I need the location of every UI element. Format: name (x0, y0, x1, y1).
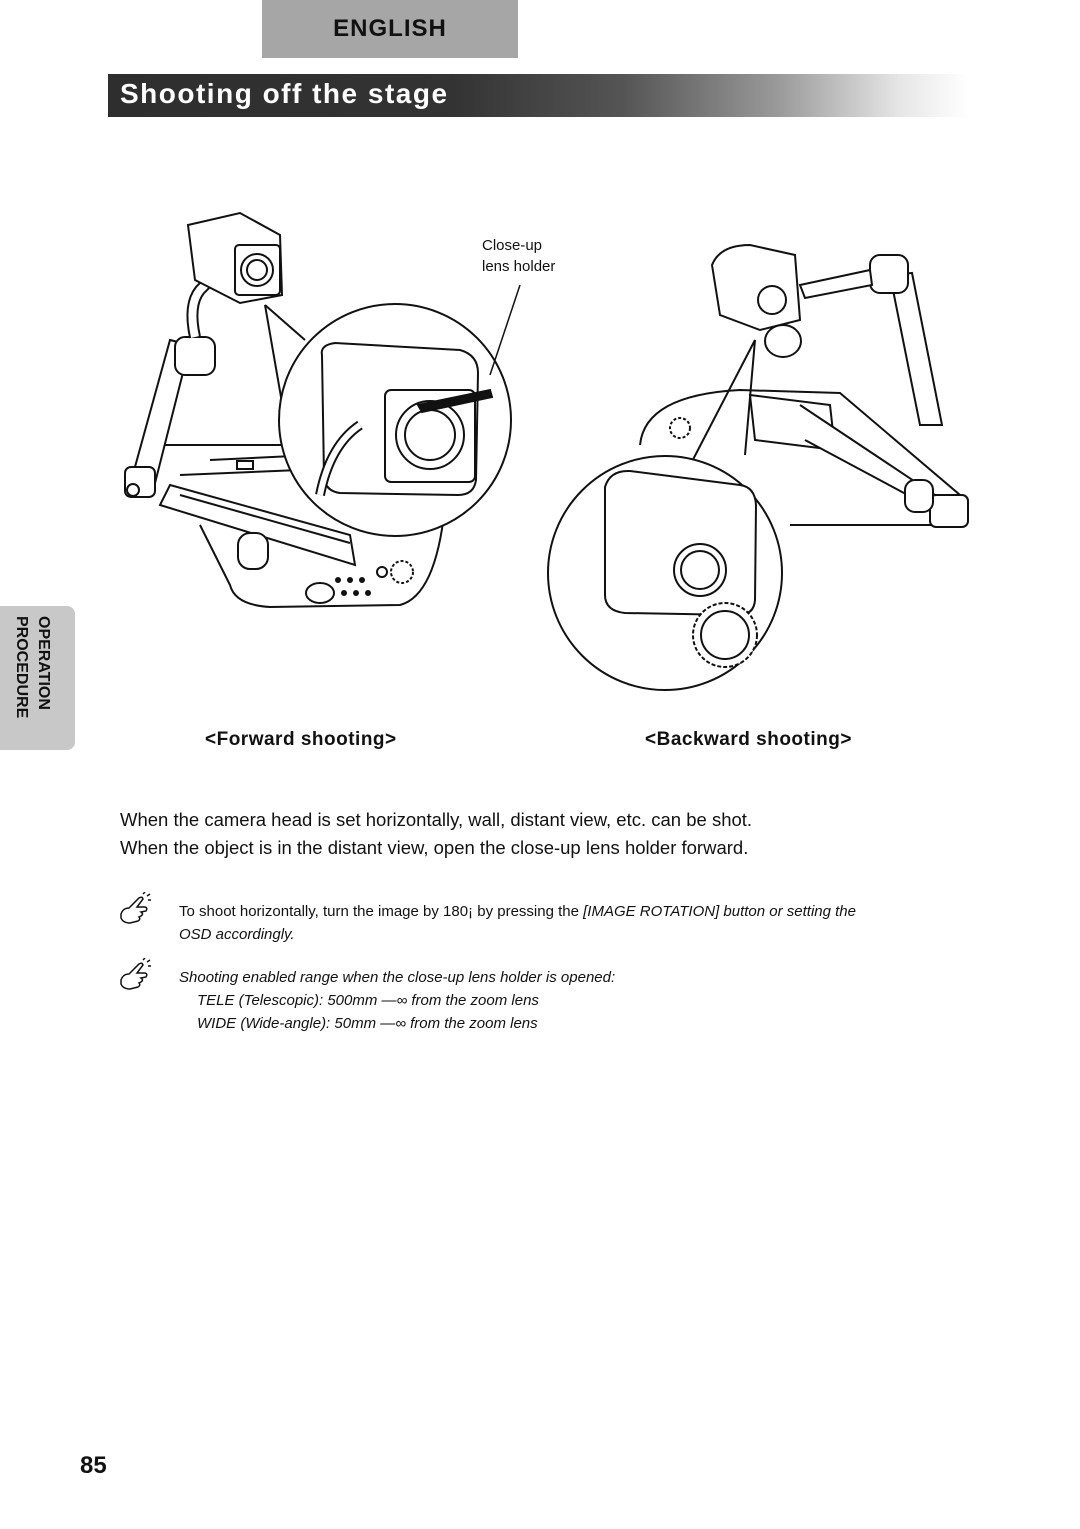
pointing-hand-icon (120, 958, 151, 990)
note2-line2: TELE (Telescopic): 500mm —∞ from the zoo… (197, 992, 539, 1009)
pointing-hand-icon (120, 892, 151, 924)
note1-line2: OSD accordingly. (179, 926, 295, 943)
body-line2: When the object is in the distant view, … (120, 837, 749, 858)
note1-part1: To shoot horizontally, turn the image by… (179, 903, 584, 920)
forward-zoom-circle (264, 284, 521, 537)
side-tab-line1: OPERATION (35, 616, 52, 710)
backward-shooting-caption: <Backward shooting> (645, 729, 852, 750)
note2-line1: Shooting enabled range when the close-up… (179, 969, 616, 986)
note-range-text: Shooting enabled range when the close-up… (179, 966, 979, 1035)
section-title: Shooting off the stage (120, 78, 449, 109)
backward-shooting-drawing (639, 243, 969, 528)
note-rotation-text: To shoot horizontally, turn the image by… (179, 900, 979, 946)
backward-zoom-circle (547, 339, 783, 691)
lens-holder-callout: Close-up lens holder (482, 235, 555, 277)
callout-line1: Close-up (482, 237, 543, 254)
page-number: 85 (80, 1452, 107, 1479)
callout-line2: lens holder (482, 258, 556, 275)
side-tab-line2: PROCEDURE (13, 616, 30, 719)
language-label: ENGLISH (333, 15, 447, 42)
body-line1: When the camera head is set horizontally… (120, 809, 753, 830)
side-tab-label: OPERATION PROCEDURE (10, 616, 54, 718)
side-tab: OPERATION PROCEDURE (0, 606, 75, 750)
body-text: When the camera head is set horizontally… (120, 806, 752, 862)
note1-part2: [IMAGE ROTATION] button or setting the (583, 903, 856, 920)
note2-line3: WIDE (Wide-angle): 50mm —∞ from the zoom… (197, 1015, 538, 1032)
forward-shooting-caption: <Forward shooting> (205, 729, 397, 750)
camera-illustration (124, 211, 969, 691)
section-title-bar: Shooting off the stage (108, 74, 968, 117)
language-tab: ENGLISH (262, 0, 518, 58)
